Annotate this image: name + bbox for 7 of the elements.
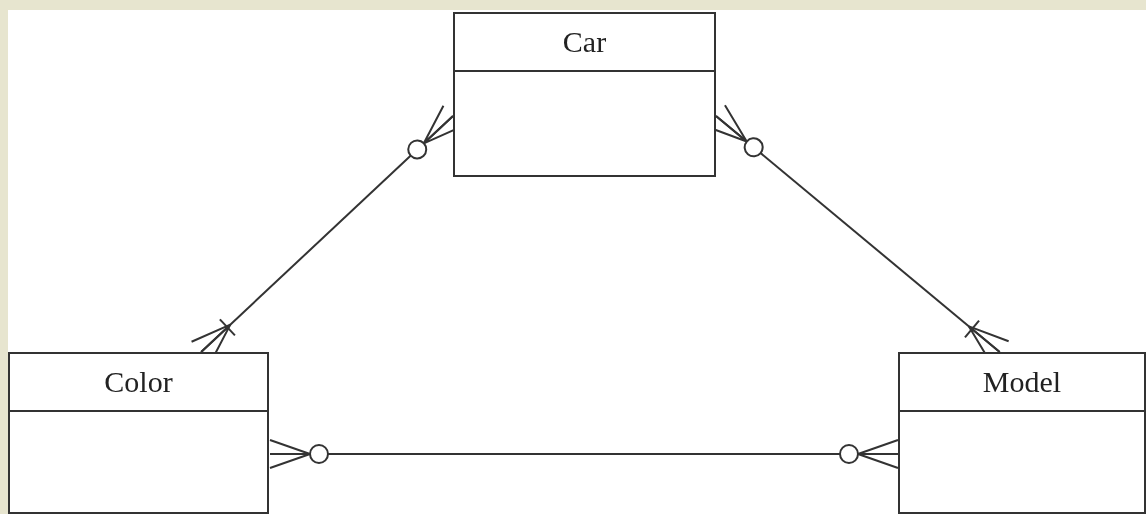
entity-name: Car [562,27,607,57]
entity-name: Model [982,367,1062,397]
relationship-line [269,439,899,469]
entity-name: Color [104,367,173,397]
entity-box [453,12,716,177]
entity-box [898,352,1146,514]
entity-box [8,352,269,514]
